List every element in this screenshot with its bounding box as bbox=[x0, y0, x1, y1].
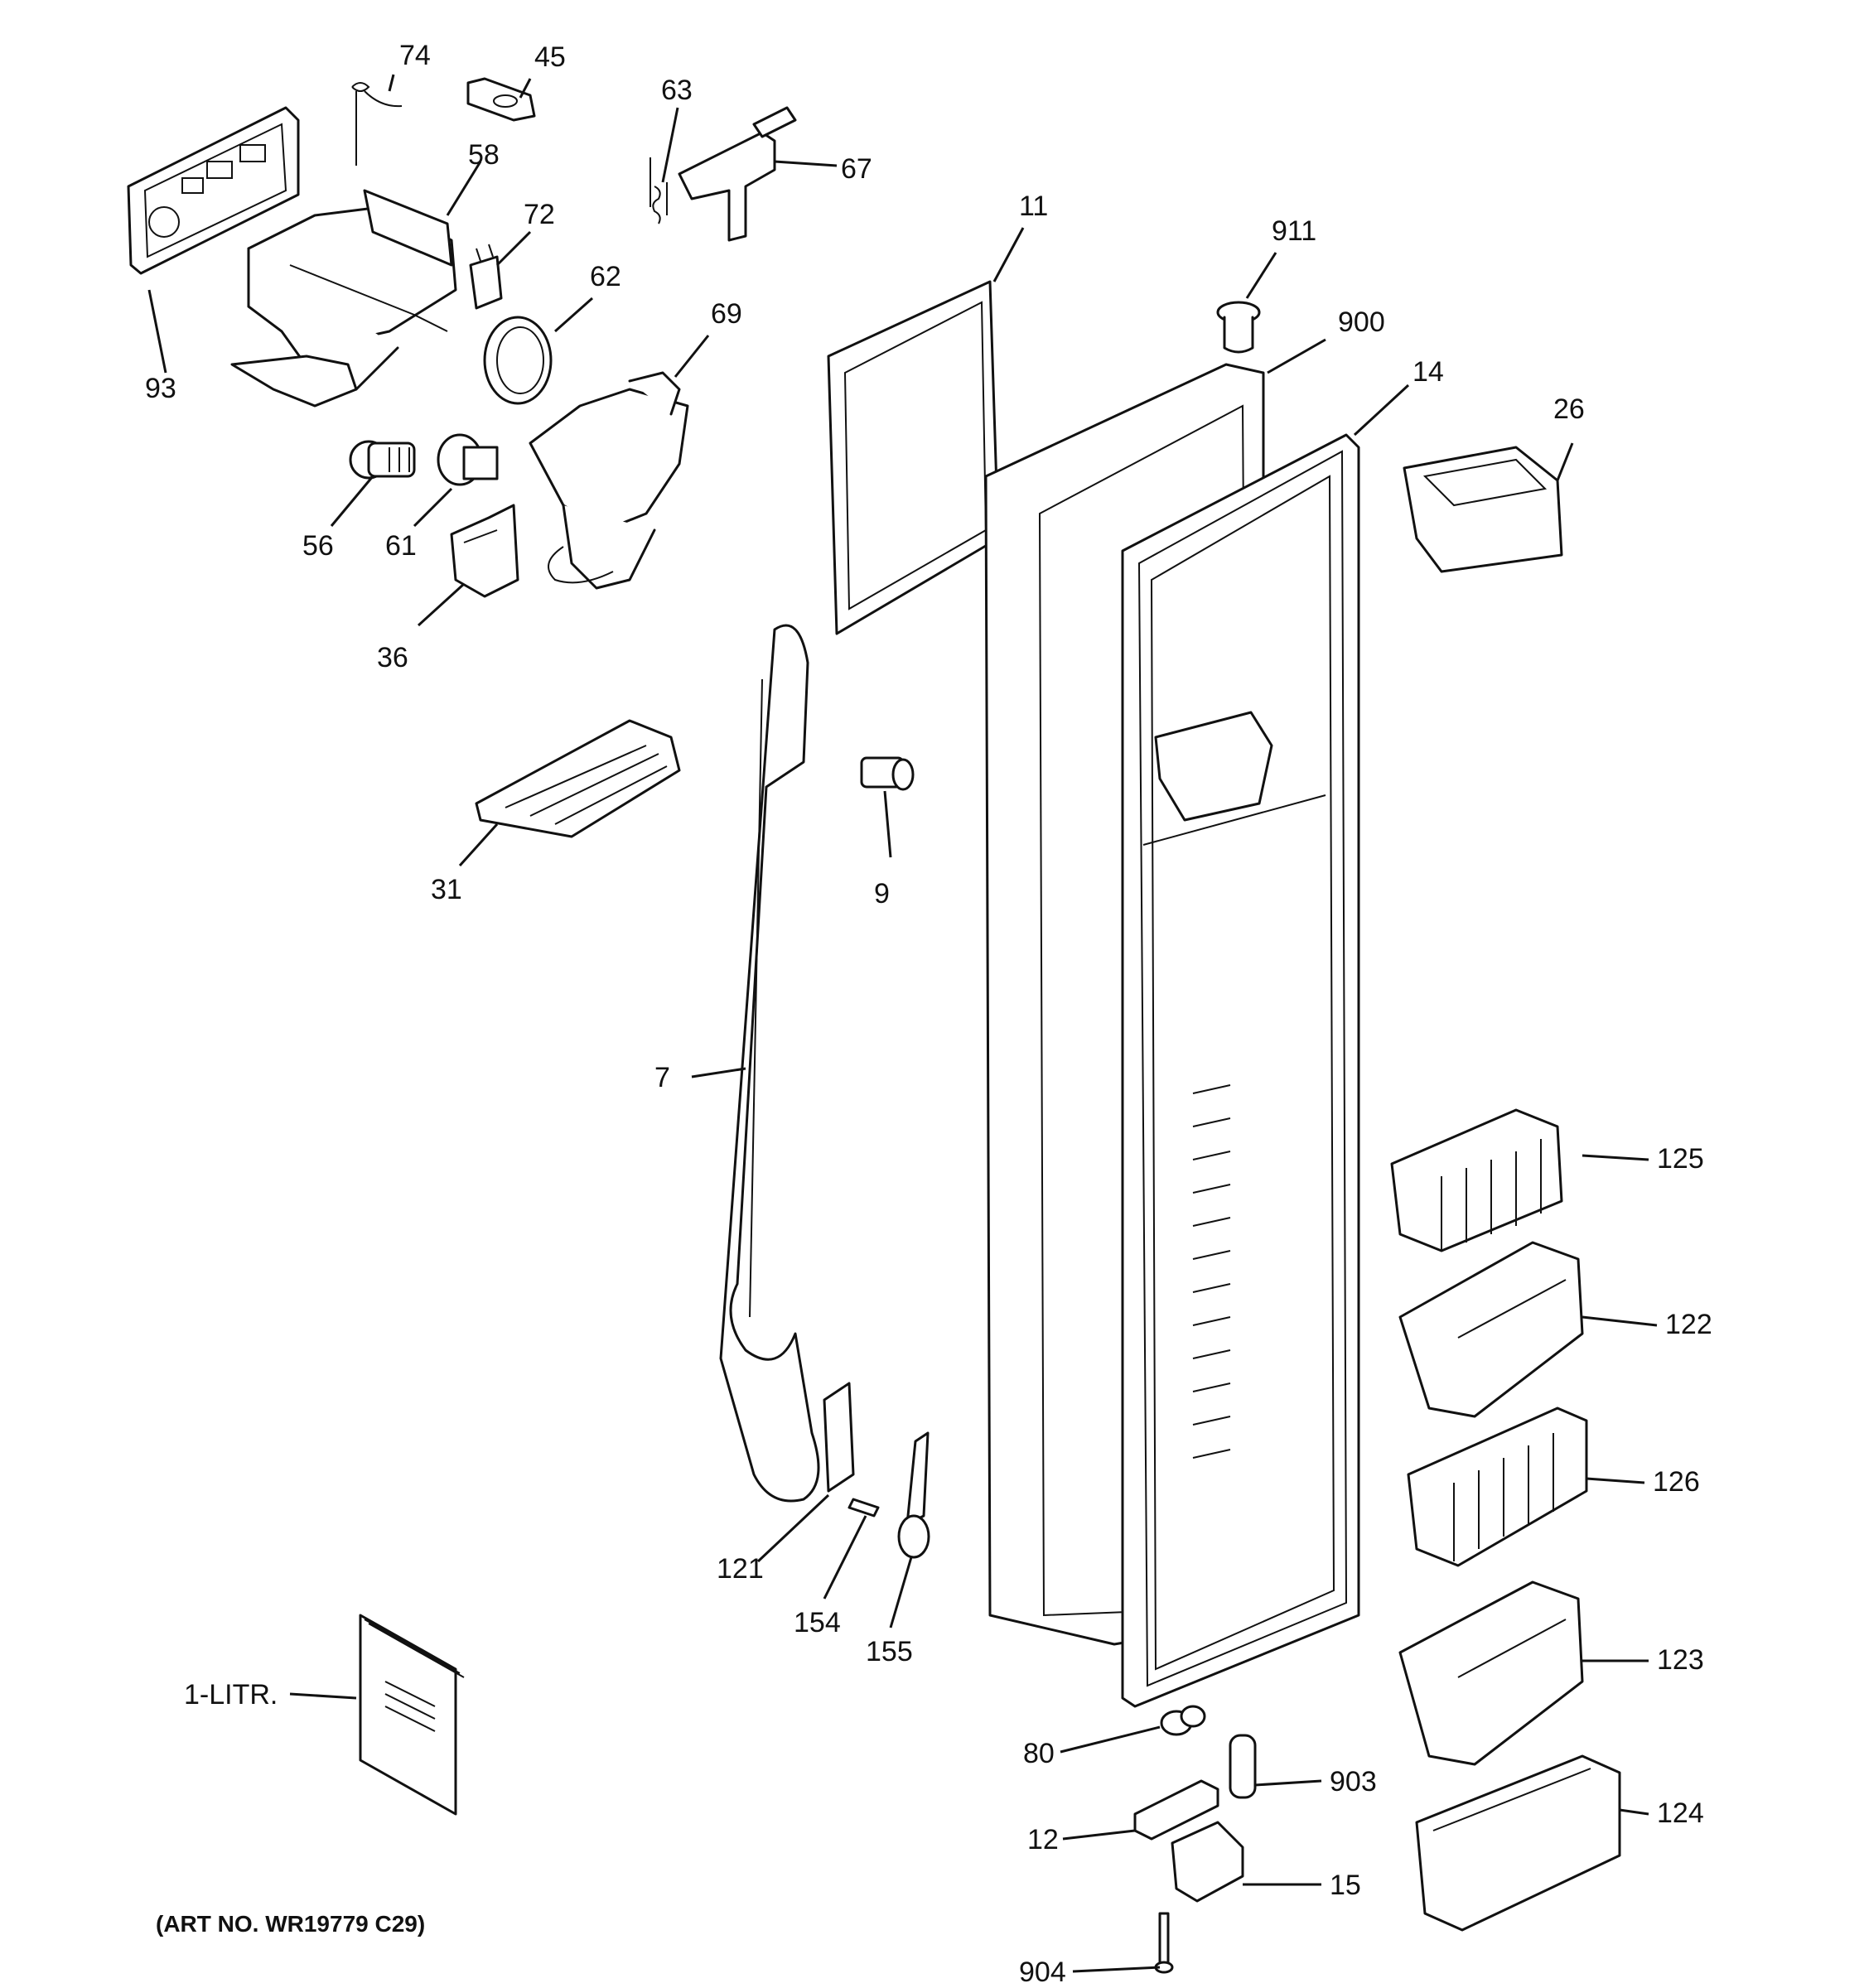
part-58-housing bbox=[230, 189, 457, 408]
callout-11: 11 bbox=[1019, 191, 1048, 222]
callout-93: 93 bbox=[145, 373, 176, 404]
part-15-hinge bbox=[1171, 1821, 1244, 1903]
part-72-switch bbox=[469, 244, 503, 310]
callout-74: 74 bbox=[399, 40, 431, 71]
callout-1-litr: 1-LITR. bbox=[184, 1679, 278, 1711]
part-69-funnel bbox=[529, 371, 689, 590]
part-14-gasket bbox=[1121, 433, 1360, 1708]
callout-911: 911 bbox=[1272, 215, 1316, 247]
callout-121: 121 bbox=[717, 1553, 764, 1585]
callout-67: 67 bbox=[841, 153, 872, 185]
art-number: (ART NO. WR19779 C29) bbox=[156, 1911, 425, 1937]
callout-45: 45 bbox=[534, 41, 566, 73]
callout-155: 155 bbox=[866, 1636, 913, 1667]
callout-63: 63 bbox=[661, 75, 693, 106]
part-93-control-panel bbox=[127, 106, 300, 275]
part-903-pin bbox=[1229, 1734, 1257, 1799]
leader-lines bbox=[147, 74, 1658, 1973]
callout-56: 56 bbox=[302, 530, 334, 562]
part-155-tool bbox=[897, 1431, 930, 1559]
callout-80: 80 bbox=[1023, 1738, 1055, 1769]
part-56-knob bbox=[349, 440, 416, 480]
callout-15: 15 bbox=[1330, 1870, 1361, 1901]
part-154-screw bbox=[847, 1498, 880, 1518]
callout-72: 72 bbox=[524, 199, 555, 230]
callout-61: 61 bbox=[385, 530, 417, 562]
callout-14: 14 bbox=[1412, 356, 1444, 388]
callout-62: 62 bbox=[590, 261, 621, 292]
part-26-bucket bbox=[1403, 446, 1563, 573]
part-11-dispenser-frame bbox=[827, 280, 1000, 635]
callout-125: 125 bbox=[1657, 1143, 1704, 1175]
part-126-wire-shelf bbox=[1407, 1407, 1588, 1567]
callout-7: 7 bbox=[654, 1062, 670, 1093]
part-63-spring bbox=[650, 157, 668, 224]
callout-36: 36 bbox=[377, 642, 408, 673]
callout-58: 58 bbox=[468, 139, 500, 171]
part-31-tray bbox=[475, 719, 681, 838]
callout-69: 69 bbox=[711, 298, 742, 330]
part-67-dispenser-arm bbox=[678, 106, 797, 242]
callout-122: 122 bbox=[1665, 1309, 1712, 1340]
part-1-litr-literature bbox=[359, 1614, 465, 1816]
callout-900: 900 bbox=[1338, 306, 1385, 338]
part-74-spring bbox=[351, 82, 403, 166]
callout-26: 26 bbox=[1553, 393, 1585, 425]
callout-labels: 74 45 63 67 58 72 62 69 93 56 61 36 11 9… bbox=[145, 40, 1712, 1988]
callout-9: 9 bbox=[874, 878, 890, 910]
part-904-screw bbox=[1154, 1912, 1174, 1974]
part-122-bin bbox=[1398, 1241, 1584, 1418]
part-61-gear bbox=[437, 433, 499, 486]
callout-126: 126 bbox=[1653, 1466, 1700, 1498]
callout-904: 904 bbox=[1019, 1957, 1066, 1988]
part-80-bushing bbox=[1160, 1705, 1206, 1736]
part-123-bin bbox=[1398, 1580, 1584, 1766]
part-62-ring bbox=[483, 316, 553, 405]
part-125-wire-shelf bbox=[1390, 1108, 1563, 1252]
callout-12: 12 bbox=[1027, 1824, 1059, 1855]
part-911-cap bbox=[1216, 301, 1261, 354]
part-36-bracket bbox=[450, 504, 519, 598]
part-7-handle bbox=[719, 624, 820, 1503]
part-45-bracket bbox=[466, 77, 536, 122]
callout-903: 903 bbox=[1330, 1766, 1377, 1797]
part-124-bin bbox=[1415, 1754, 1621, 1932]
callout-124: 124 bbox=[1657, 1797, 1704, 1829]
callout-154: 154 bbox=[794, 1607, 841, 1638]
callout-123: 123 bbox=[1657, 1644, 1704, 1676]
callout-31: 31 bbox=[431, 874, 462, 905]
part-121-hinge bbox=[823, 1382, 855, 1493]
door-ribs bbox=[1192, 1084, 1231, 1459]
part-9-bolt bbox=[860, 756, 915, 791]
